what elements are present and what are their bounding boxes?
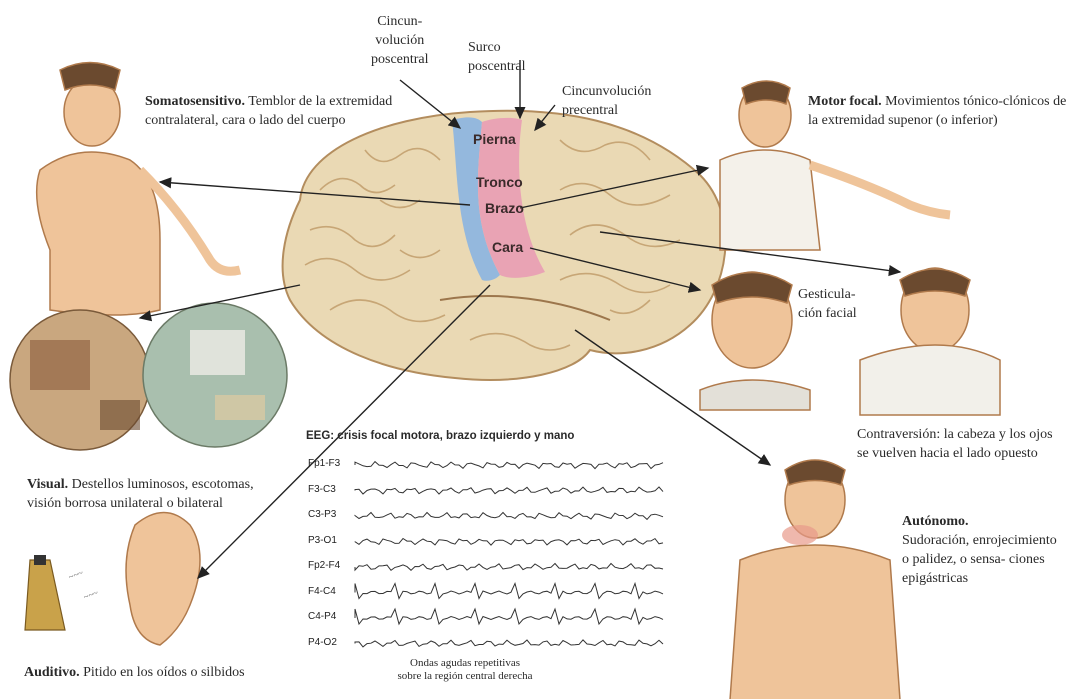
panel-somatosensitivo: Somatosensitivo. Temblor de la extremida…	[145, 92, 410, 130]
eeg-caption: Ondas agudas repetitivas sobre la región…	[380, 657, 550, 683]
autonomo-title: Autónomo.	[902, 512, 1067, 531]
ear-bell: ~~~ ~~~	[25, 513, 200, 646]
panel-gesticulacion: Gesticula- ción facial	[798, 285, 857, 323]
figure-contraversion	[860, 268, 1000, 415]
figure-gesticulacion	[700, 272, 810, 410]
label-brazo: Brazo	[485, 200, 524, 216]
eeg-title: EEG: crisis focal motora, brazo izquierd…	[306, 430, 574, 442]
visual-scene	[10, 303, 287, 450]
auditivo-text: Pitido en los oídos o silbidos	[80, 665, 245, 680]
panel-auditivo: Auditivo. Pitido en los oídos o silbidos	[24, 663, 284, 682]
eeg-channel-label: F3-C3	[308, 484, 336, 495]
visual-title: Visual.	[27, 477, 68, 492]
figure-autonomo	[730, 460, 900, 699]
eeg-trace	[355, 462, 663, 469]
eeg-traces	[355, 462, 663, 647]
eeg-channel-label: P3-O1	[308, 535, 337, 546]
panel-autonomo: Autónomo. Sudoración, enrojecimiento o p…	[902, 512, 1067, 588]
eeg-trace	[355, 564, 663, 571]
eeg-channel-label: Fp1-F3	[308, 458, 340, 469]
label-cincunvolucion-poscentral: Cincun- volución poscentral	[371, 12, 429, 69]
motor-focal-title: Motor focal.	[808, 94, 882, 109]
eeg-trace	[355, 487, 663, 494]
panel-visual: Visual. Destellos luminosos, escotomas, …	[27, 475, 272, 513]
label-tronco: Tronco	[476, 174, 523, 190]
eeg-channel-label: F4-C4	[308, 586, 336, 597]
somatosensitivo-title: Somatosensitivo.	[145, 94, 245, 109]
eeg-channel-label: C3-P3	[308, 509, 336, 520]
label-pierna: Pierna	[473, 131, 516, 147]
eeg-trace	[355, 513, 663, 520]
eeg-channel-label: P4-O2	[308, 637, 337, 648]
auditivo-title: Auditivo.	[24, 665, 80, 680]
eeg-channel-label: Fp2-F4	[308, 560, 340, 571]
svg-text:~~~: ~~~	[67, 567, 84, 581]
eeg-trace	[355, 584, 663, 599]
autonomo-text: Sudoración, enrojecimiento o palidez, o …	[902, 531, 1067, 588]
label-surco-poscentral: Surco poscentral	[468, 38, 526, 76]
eeg-trace	[355, 609, 663, 624]
label-cincunvolucion-precentral: Cincunvolución precentral	[562, 82, 651, 120]
panel-motor-focal: Motor focal. Movimientos tónico-clónicos…	[808, 92, 1070, 130]
eeg-trace	[355, 539, 663, 546]
eeg-trace	[355, 640, 663, 647]
label-cara: Cara	[492, 239, 523, 255]
eeg-channel-label: C4-P4	[308, 611, 336, 622]
svg-text:~~~: ~~~	[82, 587, 99, 601]
panel-contraversion: Contraversión: la cabeza y los ojos se v…	[857, 425, 1067, 463]
